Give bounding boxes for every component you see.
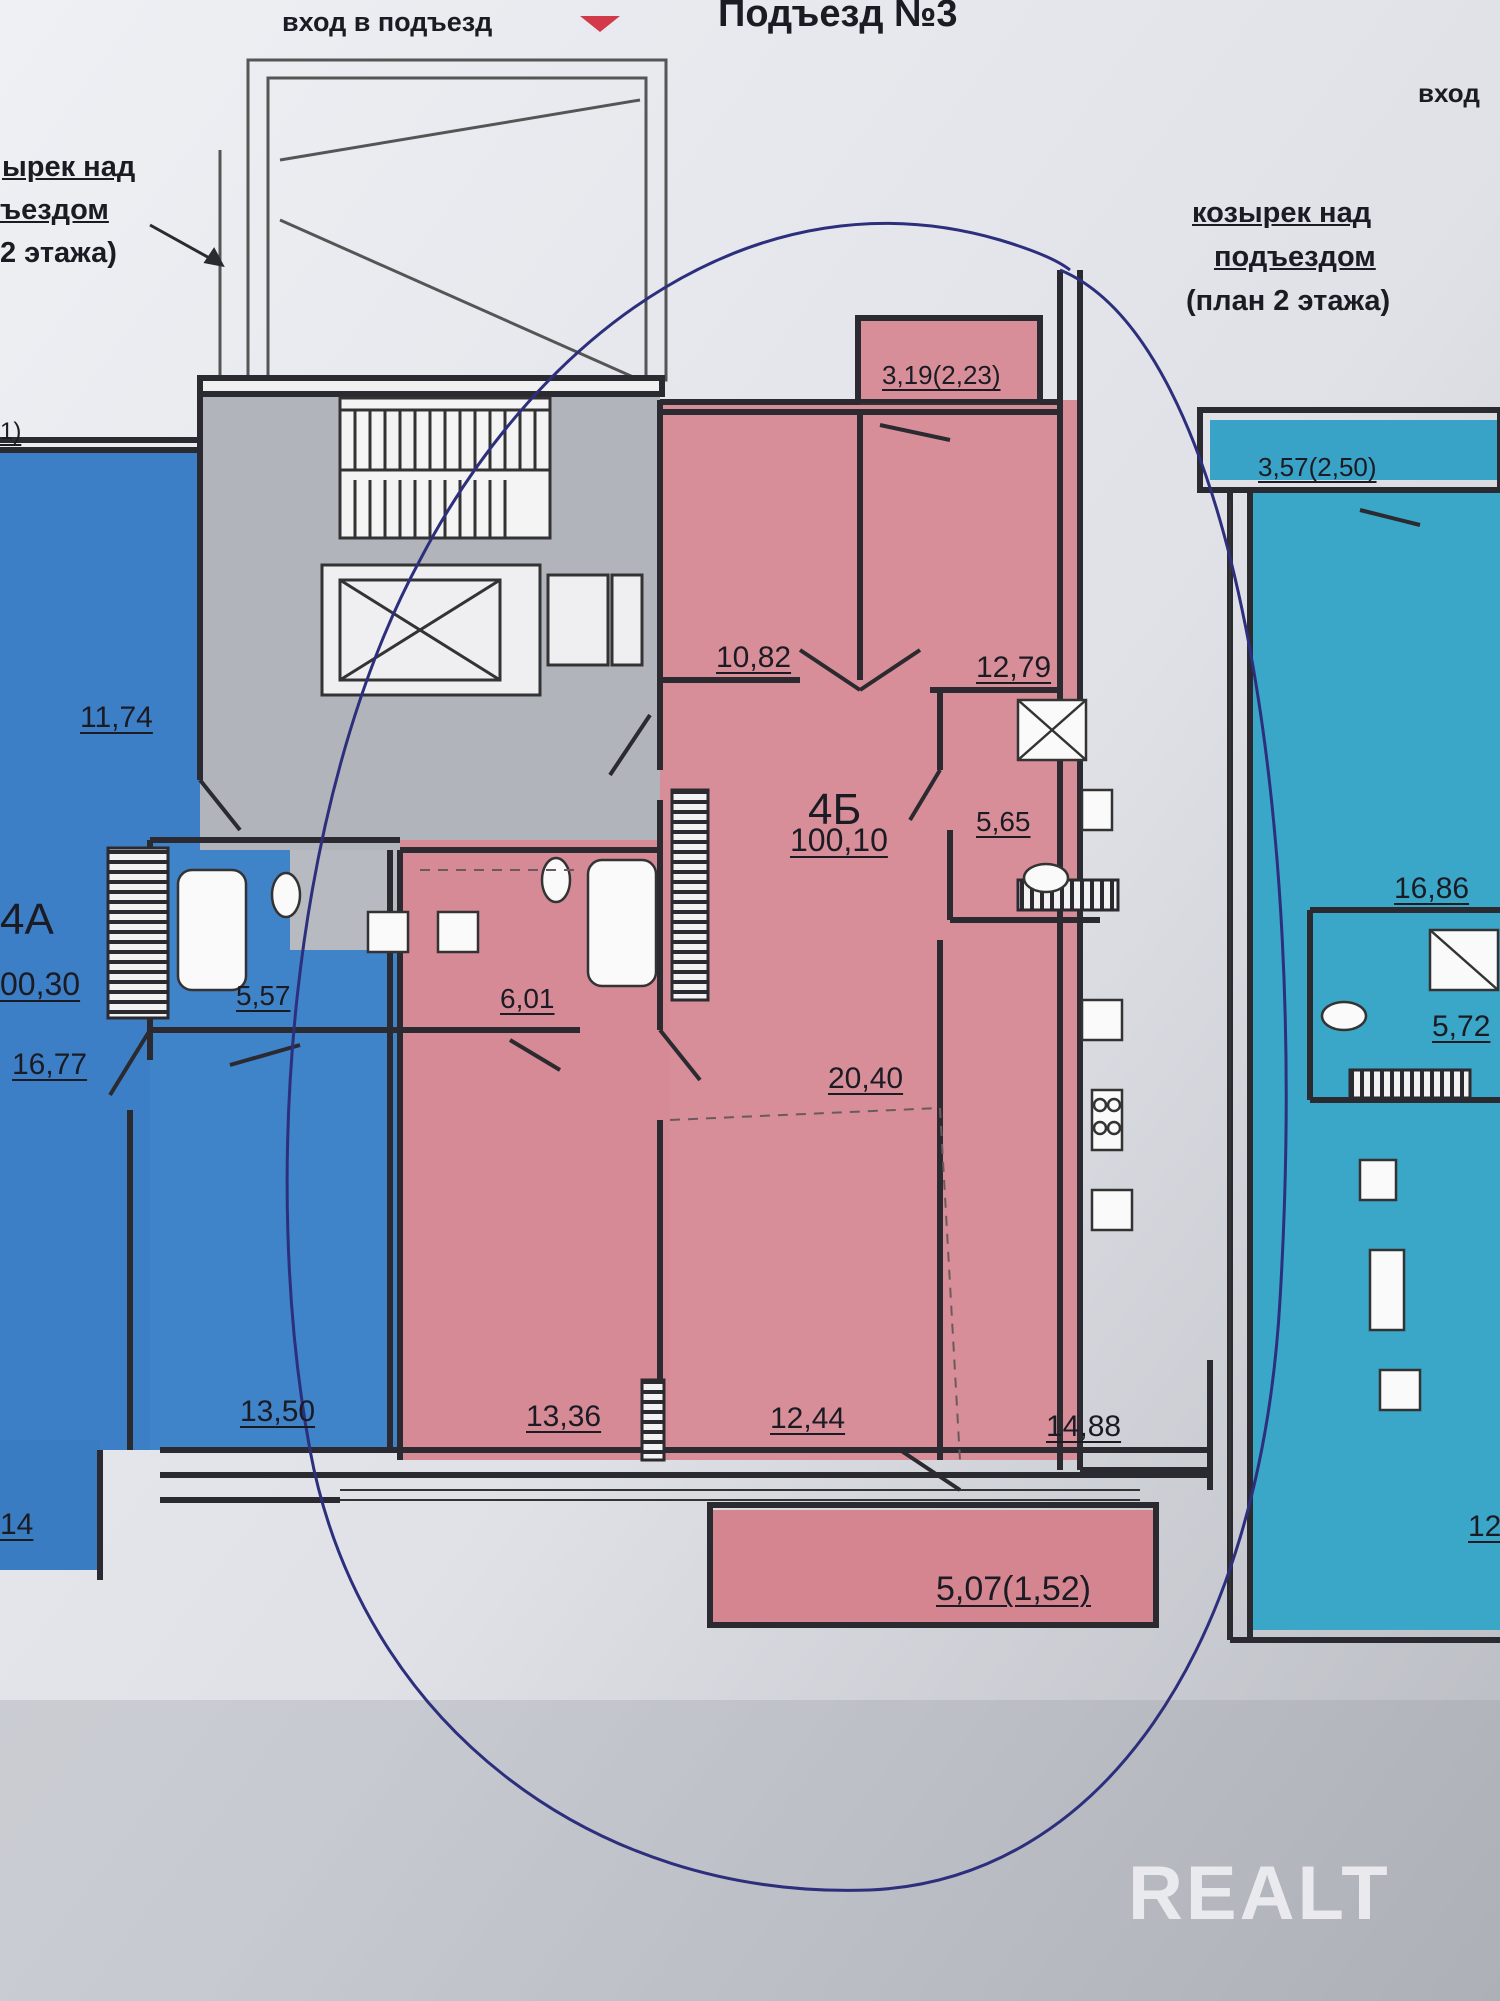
apartment-4b-name: 4Б [808, 785, 862, 834]
staircase [338, 396, 552, 540]
apartment-4b-total-area: 100,10 [790, 822, 888, 858]
apartment-right-fill [1210, 420, 1500, 1630]
fixtures [176, 698, 1500, 1412]
paper-shadow [0, 1700, 1500, 2001]
door-arcs [108, 423, 1421, 1492]
room-area-10-82: 10,82 [716, 641, 792, 674]
room-area-16-77: 16,77 [12, 1048, 88, 1081]
room-area-13-50: 13,50 [240, 1395, 316, 1428]
bath-area-5-57: 5,57 [236, 980, 291, 1011]
kitchen-area-14-88: 14,88 [1046, 1410, 1122, 1443]
balcony-top-area-4b: 3,19(2,23) [882, 360, 1001, 390]
entrance-right-partial: вход [1418, 78, 1480, 108]
apartment-4b-fill [400, 320, 1156, 1624]
hall-area-20-40: 20,40 [828, 1062, 904, 1095]
entrance-arrow-icon [580, 16, 620, 32]
realt-watermark-logo: REALT [1128, 1851, 1391, 1936]
bath-area-5-65: 5,65 [976, 806, 1031, 837]
balcony-area-4a-partial: 1) [0, 418, 22, 445]
balcony-bottom-area-4b: 5,07(1,52) [936, 1570, 1091, 1608]
room-area-12-44: 12,44 [770, 1402, 846, 1435]
elevator-shaft [320, 563, 644, 697]
room-area-13-36: 13,36 [526, 1400, 602, 1433]
canopy-note-left-line2: ъездом [0, 194, 109, 226]
room-area-right-partial-12: 12 [1468, 1510, 1500, 1543]
window-lines [340, 403, 1231, 1600]
room-area-16-86: 16,86 [1394, 872, 1470, 905]
bath-area-5-72: 5,72 [1432, 1010, 1491, 1043]
canopy-note-right-line2: подъездом [1214, 241, 1376, 273]
canopy-note-right-line3: (план 2 этажа) [1186, 285, 1391, 317]
hatched-walls [106, 788, 1472, 1462]
room-area-11-74: 11,74 [80, 701, 153, 734]
bath-area-6-01: 6,01 [500, 983, 555, 1014]
canopy-note-right-line1: козырек над [1192, 197, 1372, 229]
canopy-note-left-line3: 2 этажа) [0, 237, 117, 269]
entrance-number: Подъезд №3 [718, 0, 958, 35]
apartment-4a-total-area: 00,30 [0, 966, 81, 1002]
entrance-label: вход в подъезд [282, 7, 493, 37]
arrows [149, 16, 620, 268]
balcony-top-area-right: 3,57(2,50) [1258, 452, 1377, 482]
room-area-4a-partial-14: 14 [0, 1508, 34, 1541]
pen-circle-annotation [285, 222, 1288, 1892]
room-area-12-79: 12,79 [976, 651, 1052, 684]
apartment-4a-name: 4А [0, 895, 54, 944]
canopy-note-left-line1: ырек над [2, 151, 136, 183]
dashed-zone-lines [420, 869, 961, 1461]
